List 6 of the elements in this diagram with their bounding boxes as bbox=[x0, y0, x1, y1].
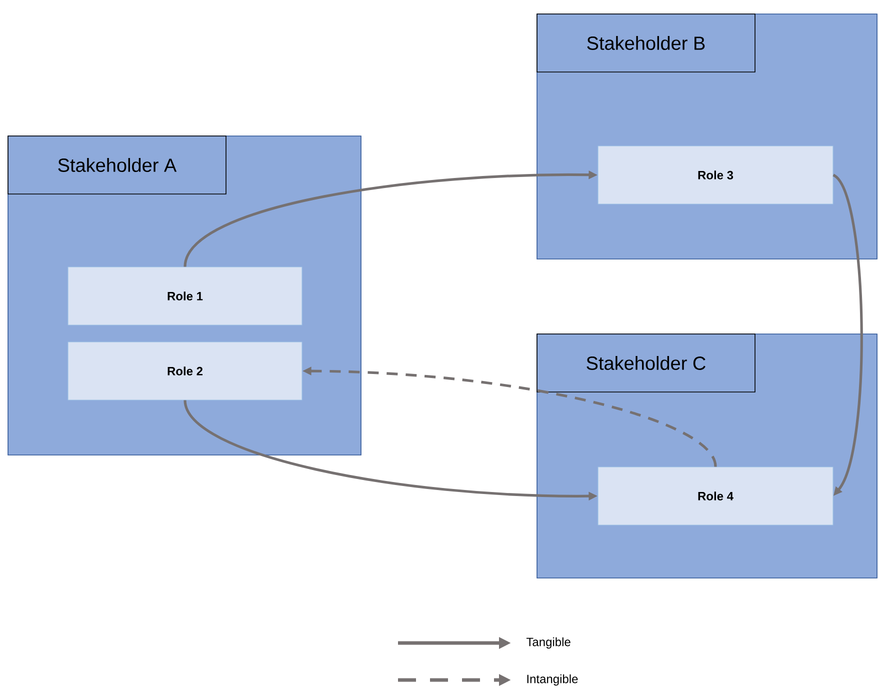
role-box: Role 1 bbox=[68, 266, 302, 326]
role-box: Role 4 bbox=[598, 466, 834, 526]
role-box: Role 3 bbox=[598, 146, 834, 204]
legend-text: Intangible bbox=[527, 674, 578, 686]
legend-text: Tangible bbox=[526, 637, 570, 649]
role-box: Role 2 bbox=[68, 342, 302, 400]
